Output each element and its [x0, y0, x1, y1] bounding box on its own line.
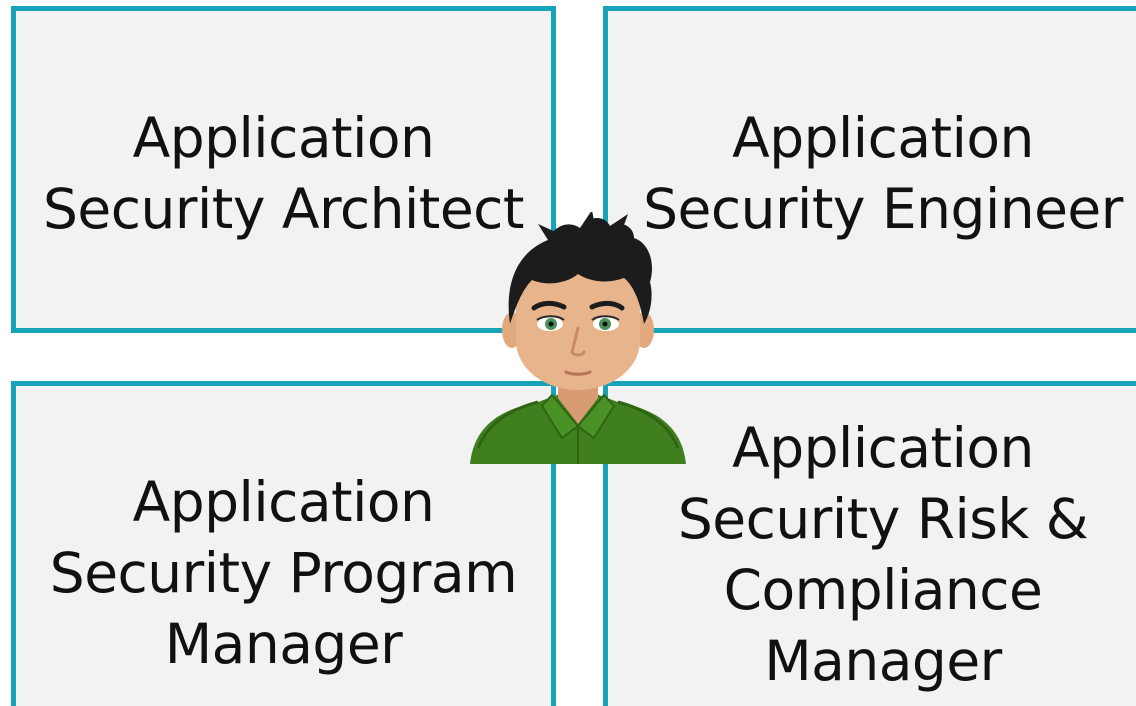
card-application-security-engineer: Application Security Engineer [603, 6, 1136, 333]
card-label-line: Manager [764, 629, 1002, 693]
card-label-line: Application [132, 105, 435, 170]
card-label: Application Security Architect [43, 103, 524, 245]
card-label-line: Security Engineer [643, 176, 1123, 241]
card-label-line: Application [132, 469, 435, 534]
card-label-line: Manager [164, 611, 403, 676]
person-avatar-icon [470, 212, 686, 464]
card-label-line: Application [732, 416, 1034, 480]
card-application-security-architect: Application Security Architect [11, 6, 556, 333]
card-label-line: Security Program [49, 540, 518, 605]
card-application-security-risk-compliance-manager: Application Security Risk & Compliance M… [603, 381, 1136, 706]
card-label: Application Security Program Manager [49, 467, 518, 680]
card-label: Application Security Risk & Compliance M… [677, 413, 1089, 697]
card-label: Application Security Engineer [643, 103, 1123, 245]
card-application-security-program-manager: Application Security Program Manager [11, 381, 556, 706]
card-label-line: Application [732, 105, 1034, 170]
card-label-line: Security Architect [43, 176, 524, 241]
card-label-line: Security Risk & [677, 487, 1089, 551]
card-label-line: Compliance [723, 558, 1043, 622]
